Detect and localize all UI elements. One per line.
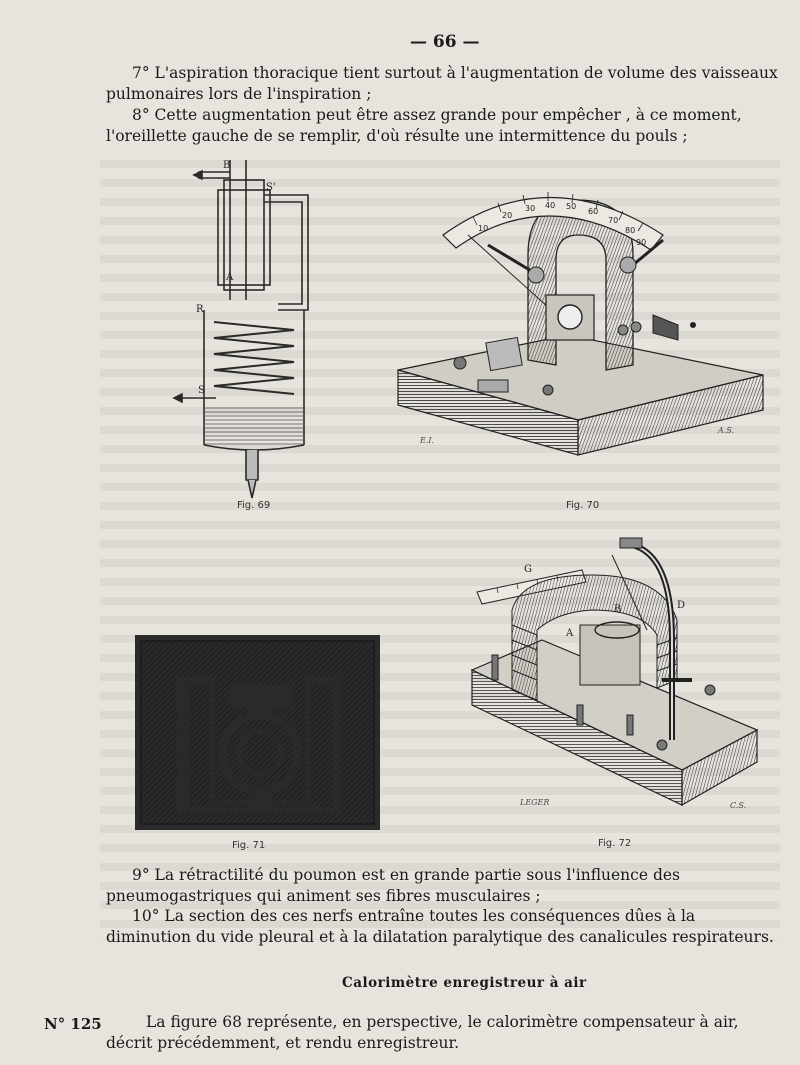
- figure-71-drawing: [135, 635, 380, 830]
- figure-69-drawing: B S' A R S: [172, 160, 309, 499]
- figure-69: B S' A R S: [168, 150, 338, 500]
- fig70-signature-left: E.I.: [419, 436, 434, 445]
- paragraph-125: La figure 68 représente, en perspective,…: [106, 1013, 739, 1052]
- figure-72-caption: Fig. 72: [598, 838, 632, 849]
- section-title: Calorimètre enregistreur à air: [342, 975, 587, 991]
- fig69-label-b: B: [223, 160, 230, 171]
- fig70-scale-tick: 80: [625, 226, 635, 235]
- fig70-scale-tick: 70: [608, 216, 618, 225]
- figure-72: G B D A LEGER C.S.: [462, 530, 772, 835]
- marginal-number: N° 125: [44, 1015, 102, 1033]
- paragraph-10: 10° La section des ces nerfs entraîne to…: [106, 907, 774, 946]
- fig70-scale-tick: 30: [525, 204, 535, 213]
- paragraph-9: 9° La rétractilité du poumon est en gran…: [106, 866, 680, 905]
- fig69-label-a: A: [225, 272, 234, 283]
- fig72-signature-right: C.S.: [730, 801, 746, 810]
- fig72-label-b: B: [614, 604, 621, 615]
- fig72-label-g: G: [524, 564, 532, 575]
- page-number: — 66 —: [410, 32, 480, 52]
- figure-72-drawing: G B D A LEGER C.S.: [470, 537, 759, 810]
- fig72-label-d: D: [677, 600, 685, 611]
- fig69-label-s-prime: S': [266, 182, 276, 193]
- fig69-label-r: R: [196, 304, 204, 315]
- figure-71-caption: Fig. 71: [232, 840, 266, 851]
- paragraph-7: 7° L'aspiration thoracique tient surtout…: [106, 64, 778, 103]
- fig72-label-a: A: [565, 628, 574, 639]
- figure-71: [135, 635, 380, 830]
- figure-69-caption: Fig. 69: [237, 500, 271, 511]
- fig70-scale-tick: 20: [502, 211, 512, 220]
- fig70-scale-tick: 50: [566, 202, 576, 211]
- fig70-signature-right: A.S.: [717, 426, 734, 435]
- fig70-scale-tick: 10: [478, 224, 488, 233]
- figure-70-caption: Fig. 70: [566, 500, 600, 511]
- fig72-signature-left: LEGER: [519, 798, 549, 807]
- figure-70: 10 20 30 40 50 60 70 80 90: [378, 165, 778, 500]
- paragraph-8: 8° Cette augmentation peut être assez gr…: [106, 106, 742, 145]
- fig70-scale-tick: 40: [545, 201, 555, 210]
- fig70-scale-tick: 90: [636, 238, 646, 247]
- figure-70-drawing: 10 20 30 40 50 60 70 80 90: [397, 192, 764, 456]
- fig69-label-s: S: [198, 385, 205, 396]
- fig70-scale-tick: 60: [588, 207, 598, 216]
